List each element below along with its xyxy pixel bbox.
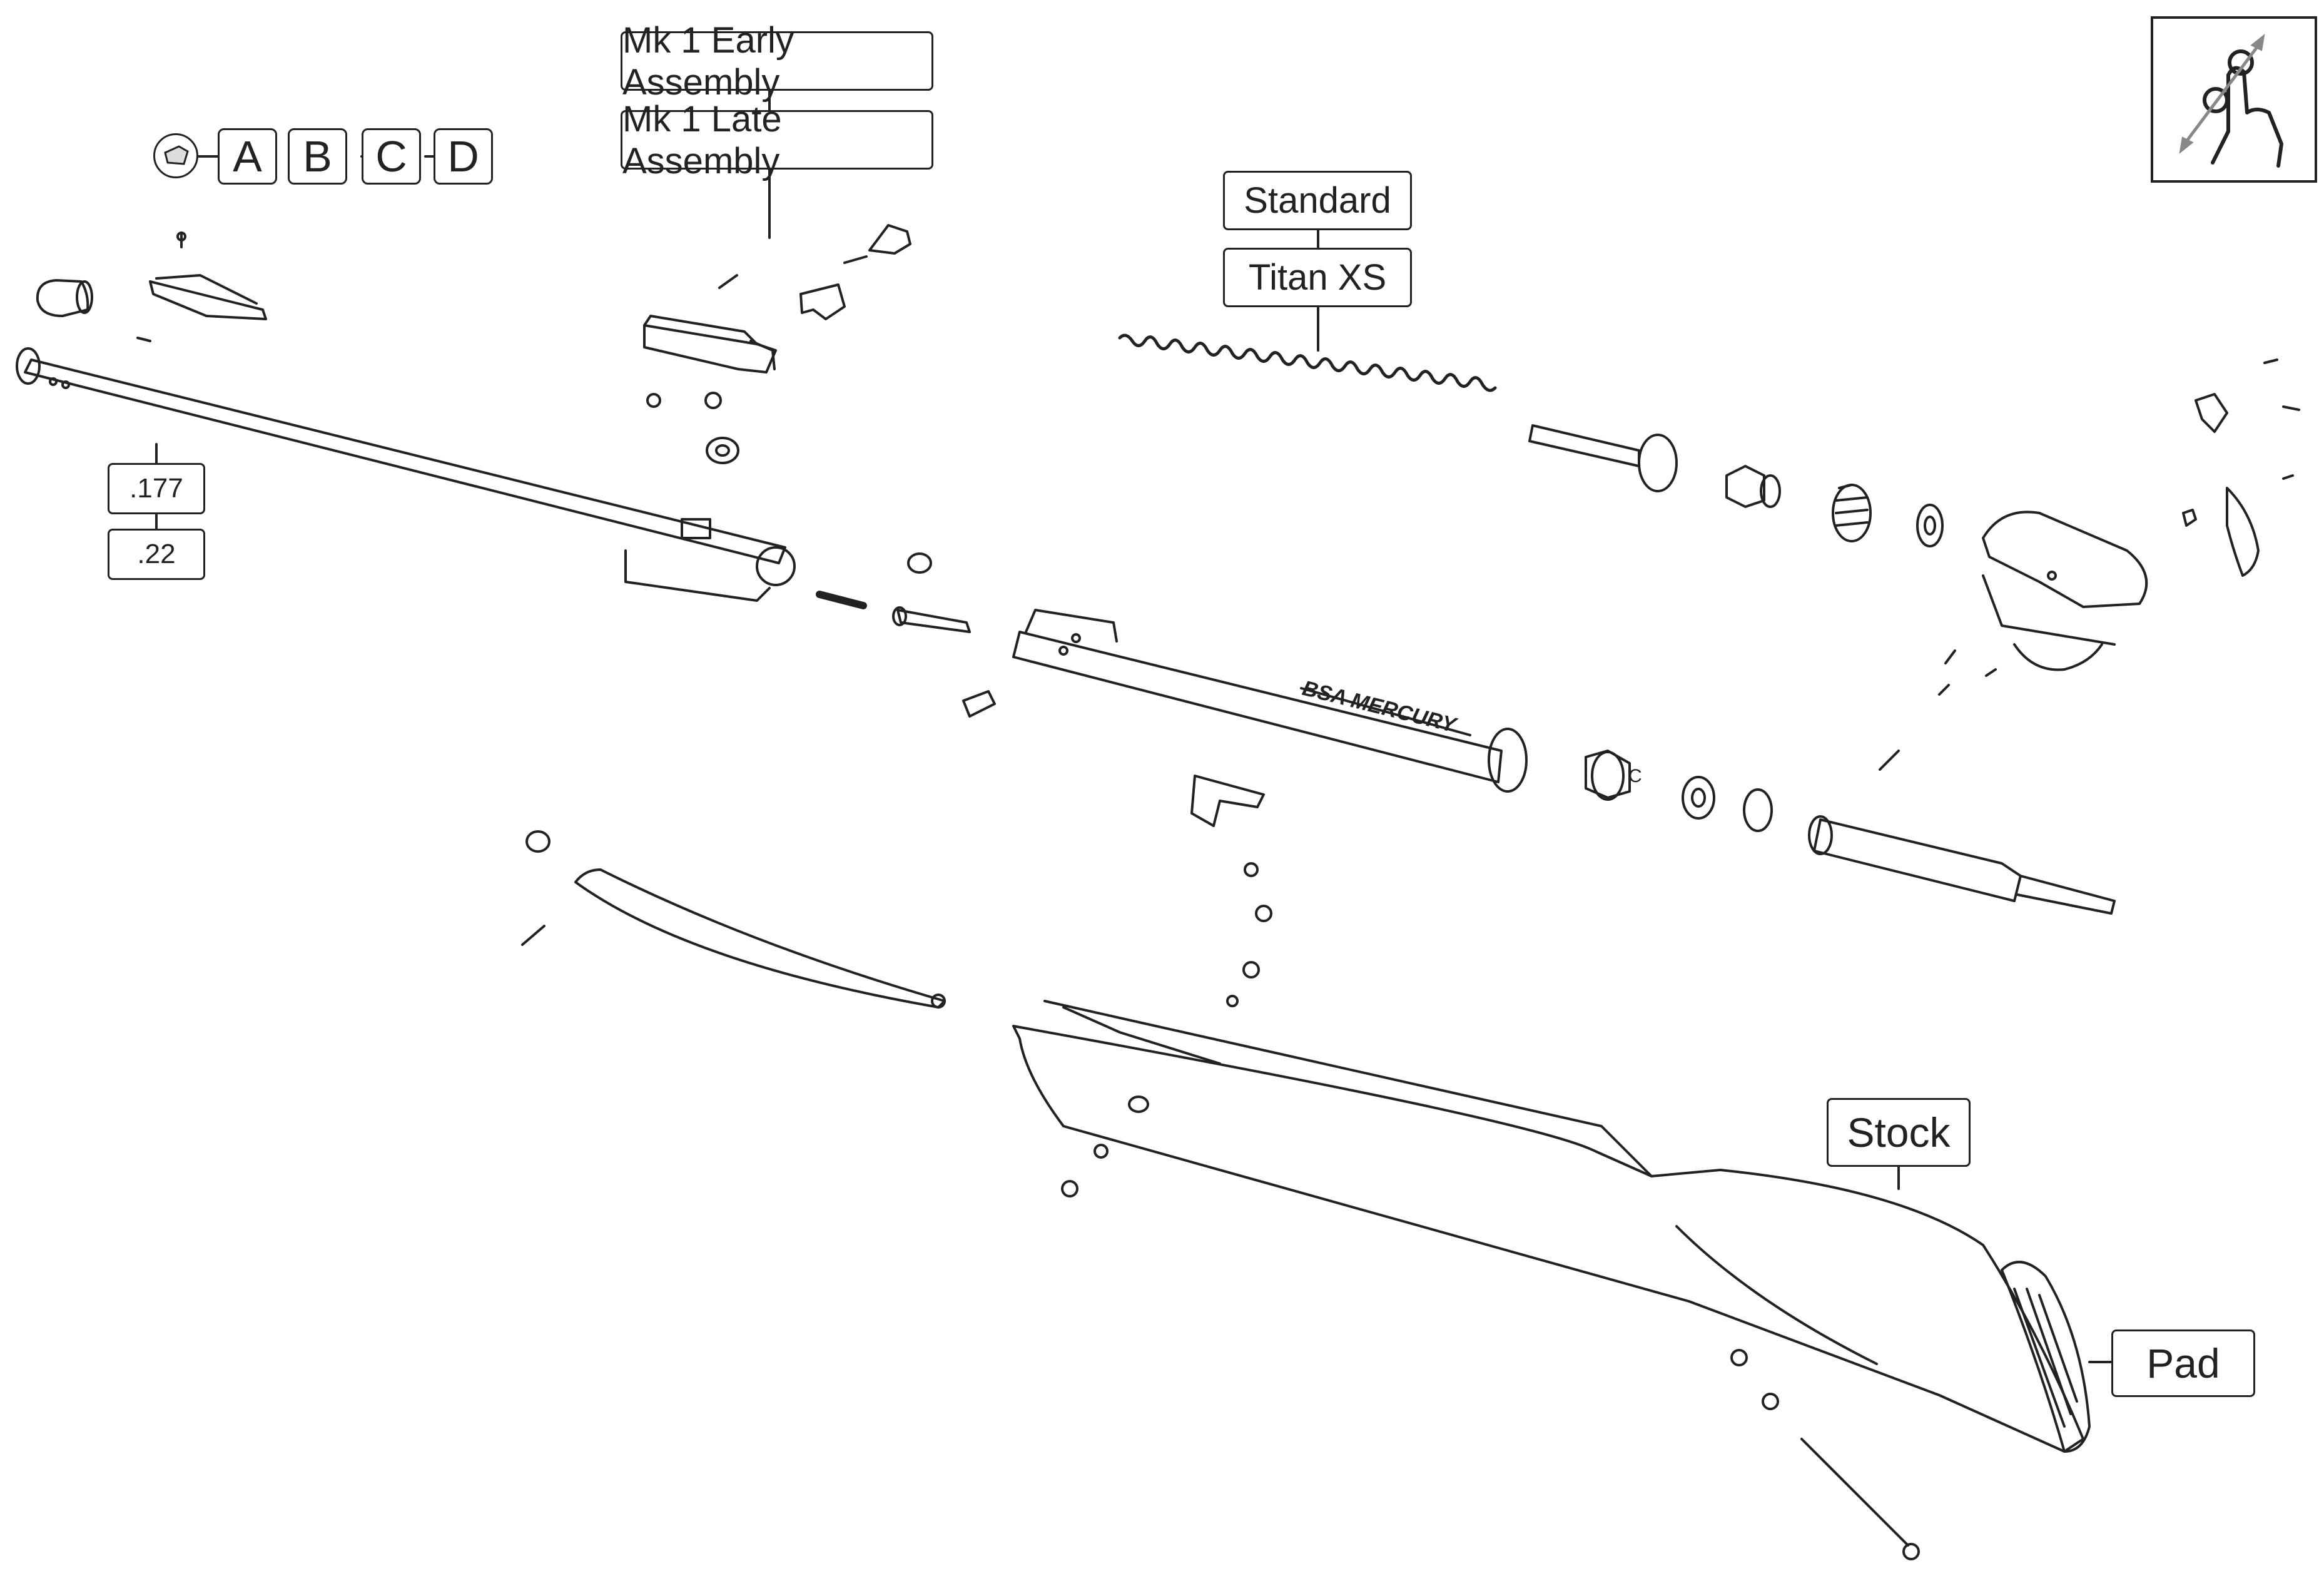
safety-catch-part[interactable]	[2195, 358, 2300, 433]
spring-titan-label[interactable]: Titan XS	[1223, 248, 1412, 307]
barrel-part[interactable]	[16, 347, 796, 602]
spring-standard-label[interactable]: Standard	[1223, 171, 1412, 230]
oring-part[interactable]	[1743, 788, 1773, 832]
piston-part[interactable]	[1808, 750, 2116, 915]
latch-knob-part[interactable]	[843, 224, 911, 264]
bracket-screws-part[interactable]	[1226, 862, 1272, 1007]
latch-spring-part[interactable]	[718, 274, 738, 289]
variant-a-button[interactable]: A	[218, 128, 277, 185]
bsa-logo-icon[interactable]	[153, 133, 198, 178]
bracket-part[interactable]	[1190, 775, 1265, 827]
breech-screw-part[interactable]	[646, 392, 722, 409]
variant-d-button[interactable]: D	[434, 128, 493, 185]
trigger-blade-part[interactable]	[2182, 474, 2294, 577]
breech-gear-washer-part[interactable]	[706, 437, 739, 464]
end-plug-part[interactable]	[1725, 465, 1781, 508]
star-washer-part[interactable]	[1916, 504, 1944, 547]
foresight-hood-part[interactable]	[36, 279, 93, 317]
pivot-nut-part[interactable]	[907, 552, 932, 574]
hand-gesture-icon	[2179, 33, 2283, 168]
breech-early-label[interactable]: Mk 1 Early Assembly	[621, 20, 933, 103]
seal-marking: C	[1628, 766, 1642, 786]
pivot-washer-part[interactable]	[962, 690, 996, 718]
barrel-177-label[interactable]: .177	[108, 463, 205, 514]
trigger-housing-part[interactable]	[1982, 511, 2148, 671]
cocking-lever-part[interactable]	[574, 868, 946, 1009]
stock-screws-part[interactable]	[1061, 1144, 1920, 1560]
breech-late-label[interactable]: Mk 1 Late Assembly	[621, 99, 933, 181]
barrel-22-label[interactable]: .22	[108, 529, 205, 580]
pad-label[interactable]: Pad	[2111, 1329, 2255, 1397]
latch-bracket-part[interactable]	[799, 283, 846, 320]
cocking-lever-screw-part[interactable]	[521, 925, 545, 946]
pivot-pin-part[interactable]	[816, 591, 867, 609]
spring-guide-part[interactable]	[1528, 424, 1678, 492]
cocking-lever-nut-part[interactable]	[525, 830, 551, 853]
piston-seal-part[interactable]	[1585, 750, 1631, 801]
piston-washer-part[interactable]	[1682, 776, 1715, 820]
pivot-bolt-part[interactable]	[892, 606, 971, 633]
mainspring-part[interactable]	[1118, 333, 1497, 392]
threaded-collar-part[interactable]	[1832, 484, 1872, 542]
breech-block-part[interactable]	[643, 315, 777, 374]
variant-c-button[interactable]: C	[362, 128, 421, 185]
butt-pad-part[interactable]	[2001, 1261, 2091, 1453]
trigger-springs-part[interactable]	[1938, 649, 1997, 696]
variant-b-button[interactable]: B	[288, 128, 347, 185]
stock-part[interactable]	[1012, 1000, 2084, 1453]
pinch-zoom-gesture-icon[interactable]	[2151, 16, 2317, 183]
compression-cylinder-part[interactable]	[1012, 609, 1528, 793]
stock-label[interactable]: Stock	[1827, 1098, 1971, 1167]
logo-shield-icon	[164, 145, 189, 165]
rear-sight-part[interactable]	[136, 231, 267, 342]
